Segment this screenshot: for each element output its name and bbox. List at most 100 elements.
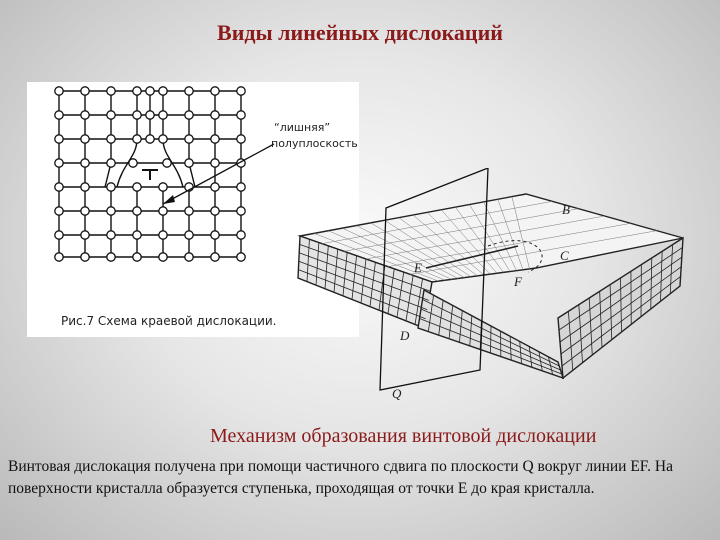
dislocation-line-ef <box>425 245 519 269</box>
crystal-grid-line <box>333 249 339 293</box>
crystal-grid-line <box>511 196 530 269</box>
atom <box>80 158 90 168</box>
atom <box>106 86 116 96</box>
atom <box>106 206 116 216</box>
crystal-grid-line <box>420 308 561 371</box>
crystal-grid-line <box>299 252 429 301</box>
atom <box>184 134 194 144</box>
atom <box>54 252 64 262</box>
shear-plane-q <box>379 167 489 391</box>
atom <box>128 158 138 168</box>
crystal-grid-line <box>414 278 423 325</box>
atom <box>210 182 220 192</box>
crystal-grid-line <box>578 304 583 363</box>
atom <box>132 252 142 262</box>
crystal-grid-line <box>369 262 376 307</box>
atom <box>236 134 246 144</box>
atom <box>132 206 142 216</box>
crystal-grid-line <box>343 208 579 252</box>
atom <box>132 230 142 240</box>
crystal-grid-line <box>426 212 491 275</box>
atom <box>236 206 246 216</box>
atom <box>80 230 90 240</box>
atom <box>145 134 155 144</box>
atom <box>184 206 194 216</box>
atom <box>236 110 246 120</box>
atom <box>210 252 220 262</box>
atom <box>158 134 168 144</box>
crystal-grid-line <box>669 244 673 294</box>
atom <box>145 86 155 96</box>
atom <box>158 252 168 262</box>
atom <box>106 182 116 192</box>
point-label-d: D <box>399 328 410 343</box>
crystal-grid-line <box>360 258 367 304</box>
atom <box>80 134 90 144</box>
crystal-grid-line <box>588 297 593 356</box>
crystal-grid-line <box>561 276 681 367</box>
atom <box>106 230 116 240</box>
crystal-grid-line <box>342 252 348 296</box>
extra-half-plane-label: “лишняя” полуплоскость <box>271 120 364 152</box>
atom <box>80 110 90 120</box>
crystal-grid-line <box>483 201 517 271</box>
point-label-e: E <box>413 260 422 275</box>
atom <box>158 206 168 216</box>
point-label-c: C <box>560 248 569 263</box>
crystal-grid-line <box>560 266 682 355</box>
atom <box>162 158 172 168</box>
atom <box>210 110 220 120</box>
section-subtitle: Механизм образования винтовой дислокации <box>210 425 597 447</box>
atom <box>106 110 116 120</box>
atom <box>54 182 64 192</box>
crystal-grid-line <box>469 204 511 272</box>
atom <box>236 182 246 192</box>
atom <box>158 182 168 192</box>
crystal-grid-line <box>351 255 357 300</box>
crystal-grid-line <box>568 311 574 371</box>
atom <box>158 86 168 96</box>
atom <box>236 86 246 96</box>
atom <box>80 182 90 192</box>
point-label-q: Q <box>392 386 402 401</box>
pointer-arrowhead <box>163 195 175 204</box>
point-label-b: B <box>562 202 570 217</box>
atom <box>210 134 220 144</box>
atom <box>54 134 64 144</box>
atom <box>106 134 116 144</box>
atom <box>132 86 142 96</box>
crystal-grid-line <box>419 318 562 375</box>
atom <box>132 110 142 120</box>
crystal-grid-line <box>599 291 603 348</box>
extra-half-plane-label-line2: полуплоскость <box>271 137 358 150</box>
atom <box>54 110 64 120</box>
crystal-grid-line <box>558 247 683 331</box>
atom <box>210 206 220 216</box>
atom <box>54 206 64 216</box>
atom <box>132 134 142 144</box>
atom <box>236 230 246 240</box>
extra-half-plane-label-line1: “лишняя” <box>274 121 331 134</box>
crystal-grid-line <box>650 257 653 310</box>
atom <box>80 252 90 262</box>
crystal-grid-line <box>315 242 320 286</box>
atom <box>106 252 116 262</box>
crystal-grid-line <box>441 209 498 274</box>
atom <box>184 158 194 168</box>
crystal-grid-line <box>660 251 663 302</box>
pointer-arrow <box>162 143 275 205</box>
atom <box>184 110 194 120</box>
crystal-grid-line <box>306 239 310 282</box>
section-description: Винтовая дислокация получена при помощи … <box>8 458 674 497</box>
atom <box>145 110 155 120</box>
crystal-grid-line <box>396 272 405 318</box>
crystal-grid-line <box>497 199 524 270</box>
atom <box>54 86 64 96</box>
crystal-grid-line <box>387 223 631 267</box>
atom <box>80 86 90 96</box>
crystal-grid-line <box>609 284 613 340</box>
atom <box>210 230 220 240</box>
crystal-grid-line <box>299 244 431 292</box>
